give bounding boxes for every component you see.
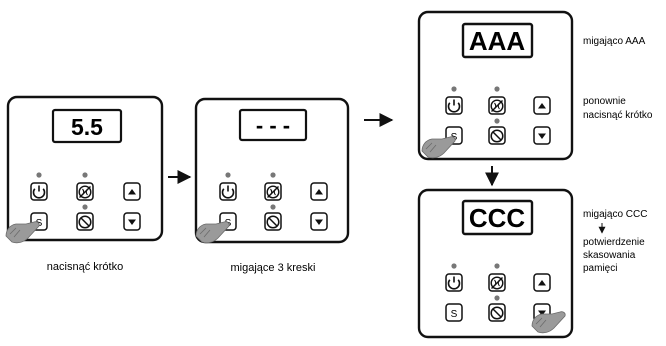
power-button[interactable] (445, 96, 463, 115)
display-value: - - - (256, 113, 290, 138)
no-button[interactable] (264, 212, 282, 231)
led-indicator (494, 118, 500, 124)
note-line: potwierdzenie (583, 237, 645, 248)
power-button[interactable] (219, 182, 237, 201)
s-button-label: S (451, 309, 458, 320)
note-line: ponownie (583, 96, 626, 107)
display-screen (461, 199, 534, 236)
panel-2: - - - S migające 3 kreski (194, 97, 350, 274)
fan-off-button[interactable] (76, 182, 94, 201)
led-indicator (270, 172, 276, 178)
led-indicator (494, 263, 500, 269)
display-value: CCC (469, 203, 526, 233)
note-line: skasowania (583, 250, 636, 261)
panel-4-notes: migająco CCC potwierdzenie skasowania pa… (583, 209, 647, 274)
power-button[interactable] (30, 182, 48, 201)
panel-caption: nacisnąć krótko (47, 261, 123, 273)
panel-3: AAA S (417, 10, 574, 161)
panel-3-notes: migająco AAA ponownie nacisnąć krótko (583, 36, 653, 121)
display-screen (238, 108, 308, 142)
up-button[interactable] (533, 96, 551, 115)
led-indicator (225, 172, 231, 178)
s-button[interactable]: S (445, 303, 463, 322)
note-line: pamięci (583, 263, 617, 274)
no-button[interactable] (488, 303, 506, 322)
display-value: 5.5 (71, 114, 103, 140)
down-button[interactable] (123, 212, 141, 231)
up-button[interactable] (533, 273, 551, 292)
display-screen (51, 108, 123, 144)
panel-frame (194, 97, 350, 244)
panel-frame (417, 188, 574, 339)
led-indicator (494, 295, 500, 301)
down-button[interactable] (533, 126, 551, 145)
panel-frame (417, 10, 574, 161)
panel-1: 5.5 S nacisnąć krótko (5, 95, 164, 273)
up-button[interactable] (310, 182, 328, 201)
down-button[interactable] (310, 212, 328, 231)
note-line: nacisnąć krótko (583, 110, 653, 121)
no-button[interactable] (76, 212, 94, 231)
led-indicator (36, 172, 42, 178)
display-screen (461, 22, 534, 59)
panel-frame (6, 95, 164, 242)
fan-off-button[interactable] (488, 96, 506, 115)
no-button[interactable] (488, 126, 506, 145)
note-line: migająco AAA (583, 36, 646, 47)
panel-4: CCC S (417, 188, 574, 339)
led-indicator (451, 263, 457, 269)
fan-off-button[interactable] (488, 273, 506, 292)
led-indicator (270, 204, 276, 210)
up-button[interactable] (123, 182, 141, 201)
note-line: migająco CCC (583, 209, 647, 220)
fan-off-button[interactable] (264, 182, 282, 201)
led-indicator (82, 172, 88, 178)
led-indicator (494, 86, 500, 92)
led-indicator (451, 86, 457, 92)
led-indicator (82, 204, 88, 210)
power-button[interactable] (445, 273, 463, 292)
display-value: AAA (469, 26, 526, 56)
panel-caption: migające 3 kreski (231, 262, 316, 274)
